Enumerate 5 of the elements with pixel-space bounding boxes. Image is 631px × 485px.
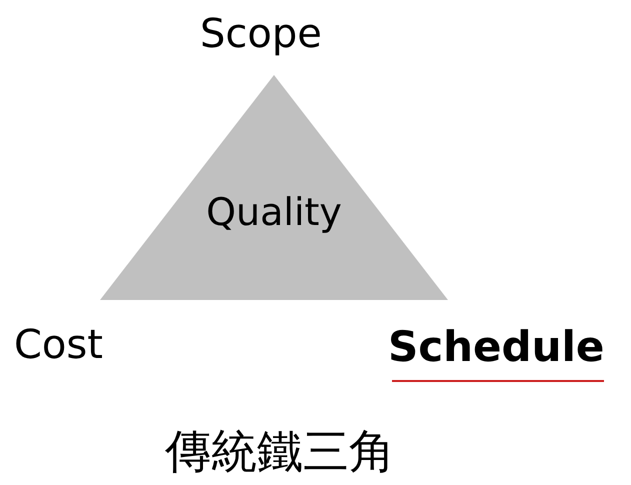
caption: 傳統鐵三角 [165, 428, 395, 474]
node-label: Quality [206, 193, 342, 231]
vertex-label: Cost [14, 325, 103, 365]
underlined-label: Schedule [388, 326, 604, 368]
vertex-label: Scope [200, 14, 322, 54]
